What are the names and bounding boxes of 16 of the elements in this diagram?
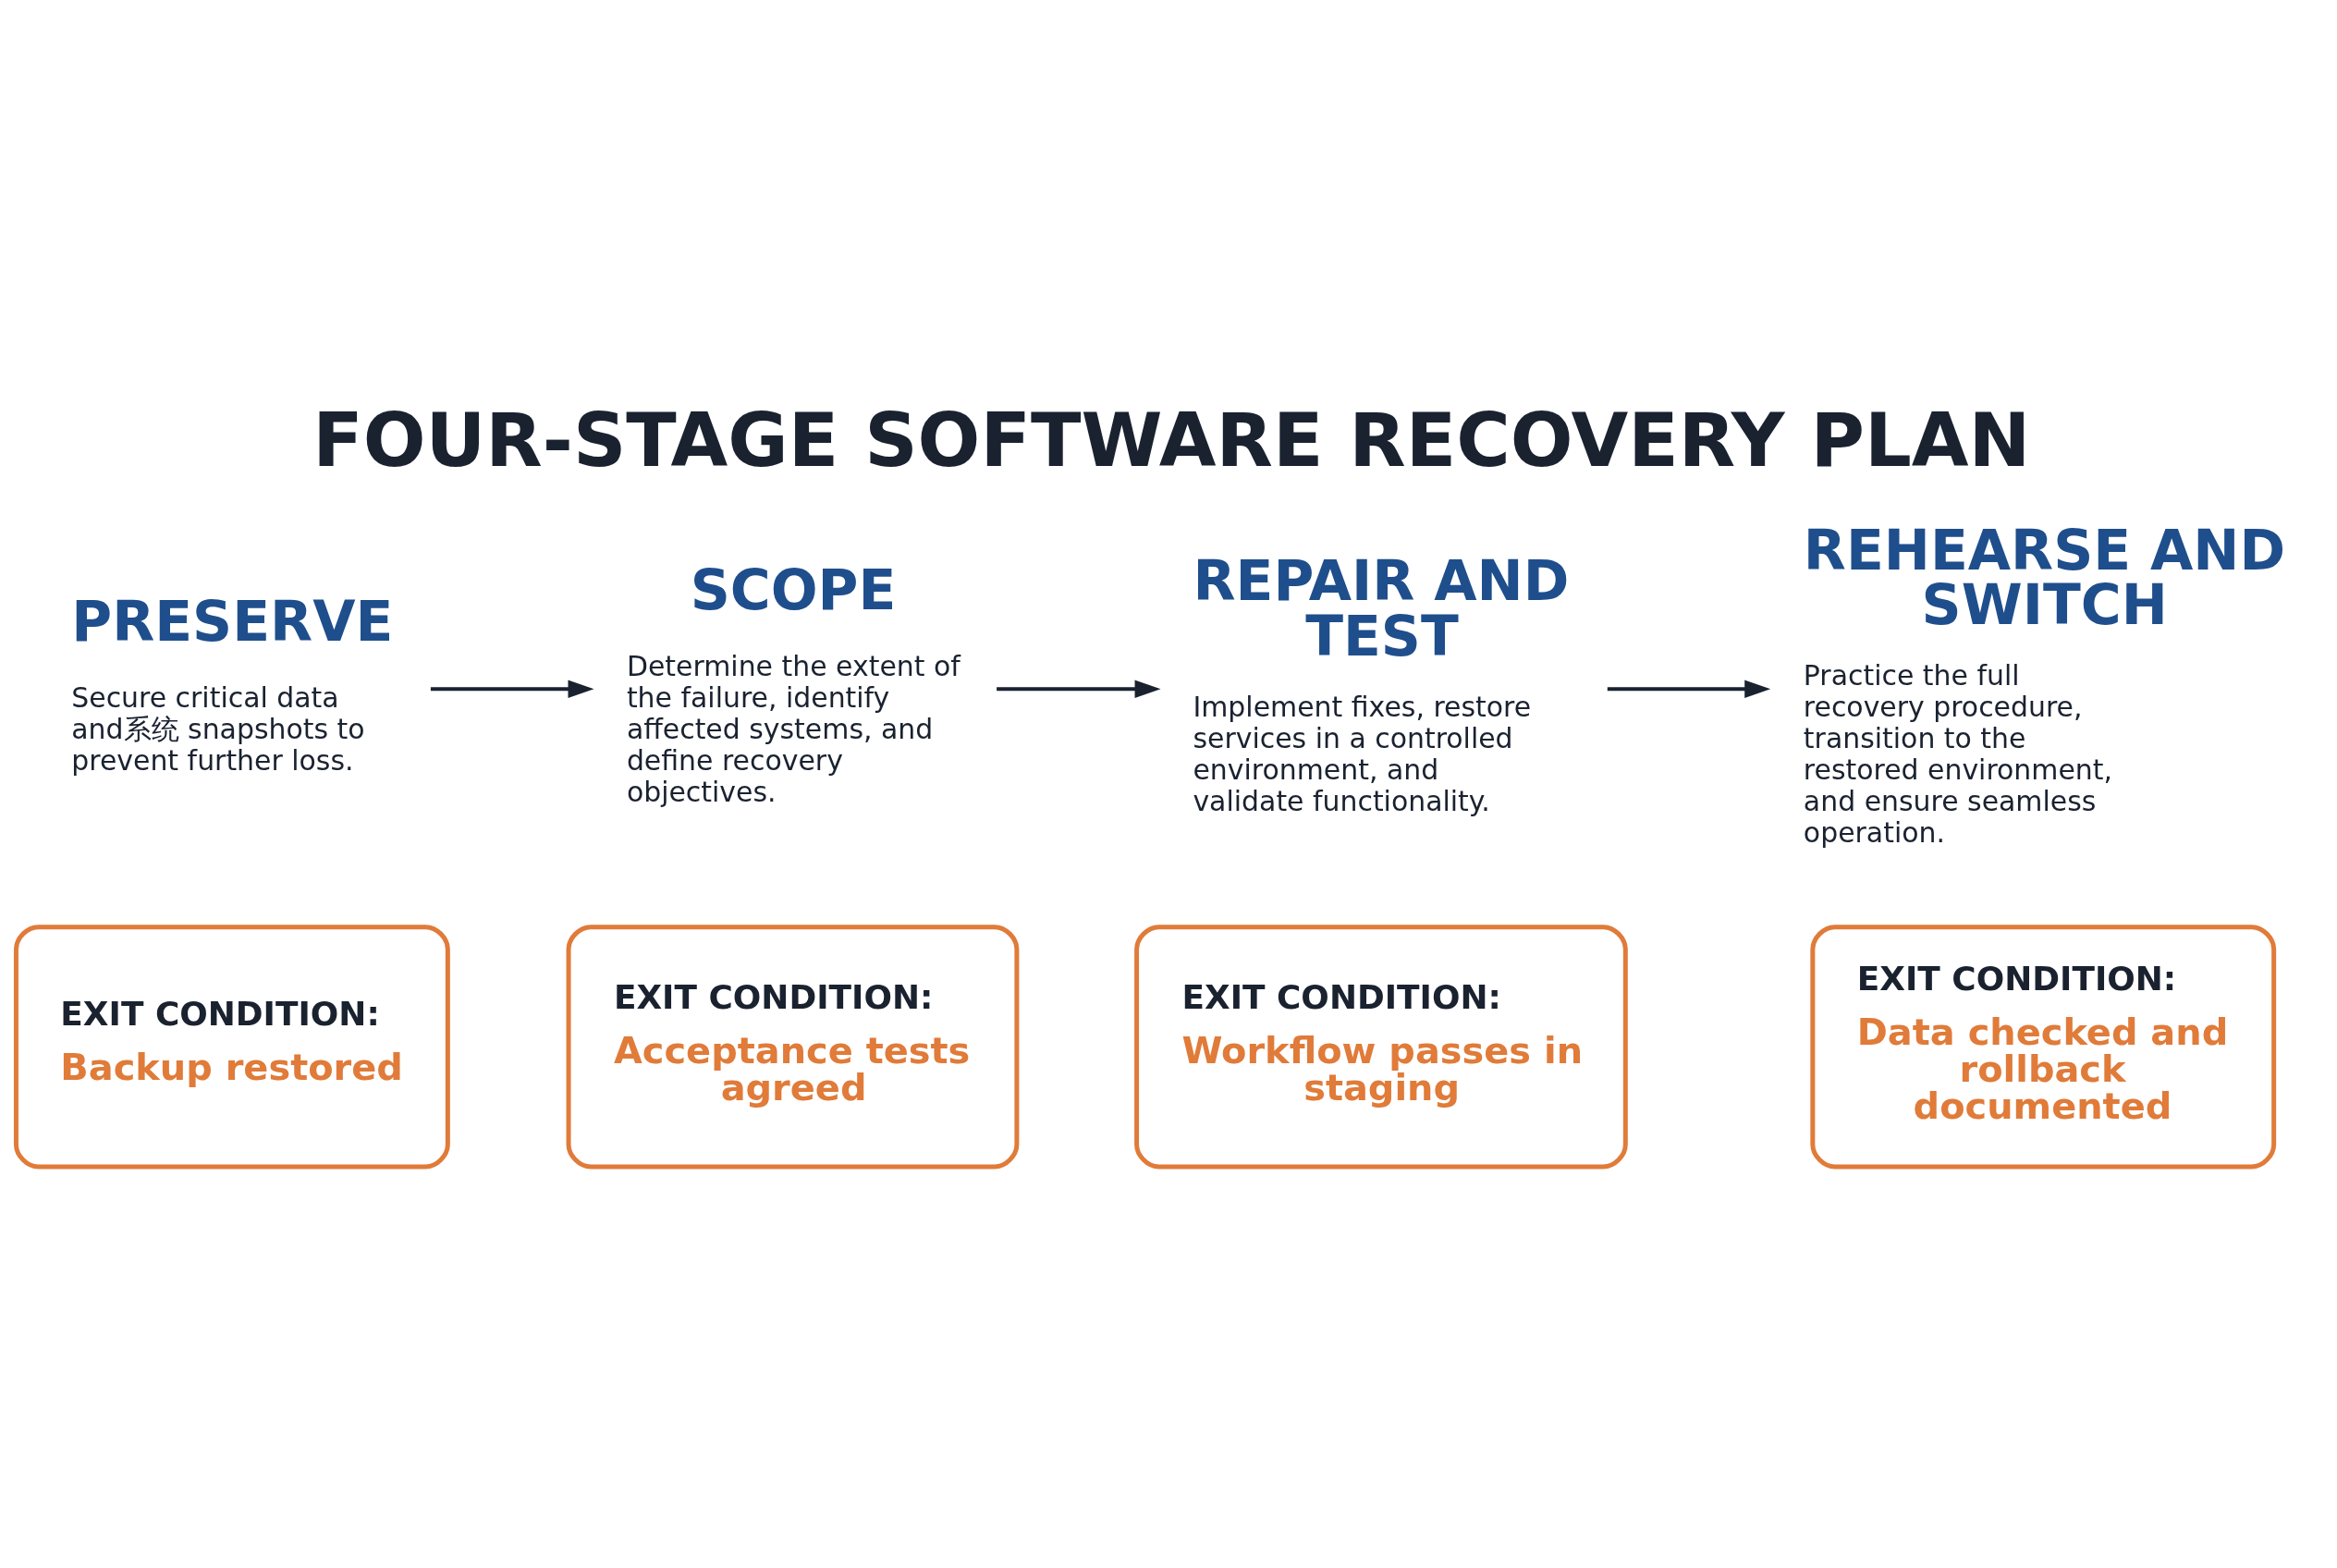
node-text: PRESERVE <box>71 589 394 655</box>
node-box: EXIT CONDITION: Data checked and rollback documented <box>1810 925 2277 1170</box>
node-text: REPAIR AND TEST <box>1193 548 1570 669</box>
arrow <box>1607 680 1771 699</box>
node-label: Determine the extent of the failure, identify affected systems, and define recovery objectives. <box>626 650 960 808</box>
node-box: EXIT CONDITION: Acceptance tests agreed <box>566 925 1020 1170</box>
arrow <box>430 680 594 699</box>
arrow <box>997 680 1161 699</box>
node-box: EXIT CONDITION: Workflow passes in staging <box>1134 925 1628 1170</box>
node-text: SCOPE <box>690 557 897 623</box>
node-text: REHEARSE AND SWITCH <box>1803 517 2286 638</box>
diagram-title: FOUR-STAGE SOFTWARE RECOVERY PLAN <box>312 397 2031 484</box>
node-box: EXIT CONDITION: Backup restored <box>13 925 450 1170</box>
node-label: Practice the full recovery procedure, transition to the restored environment, and ensure seamless operation. <box>1803 659 2113 849</box>
node-label: Secure critical data and系统 snapshots to prevent further loss. <box>71 681 365 778</box>
node-label: Implement fixes, restore services in a controlled environment, and validate functionality. <box>1193 691 1532 817</box>
